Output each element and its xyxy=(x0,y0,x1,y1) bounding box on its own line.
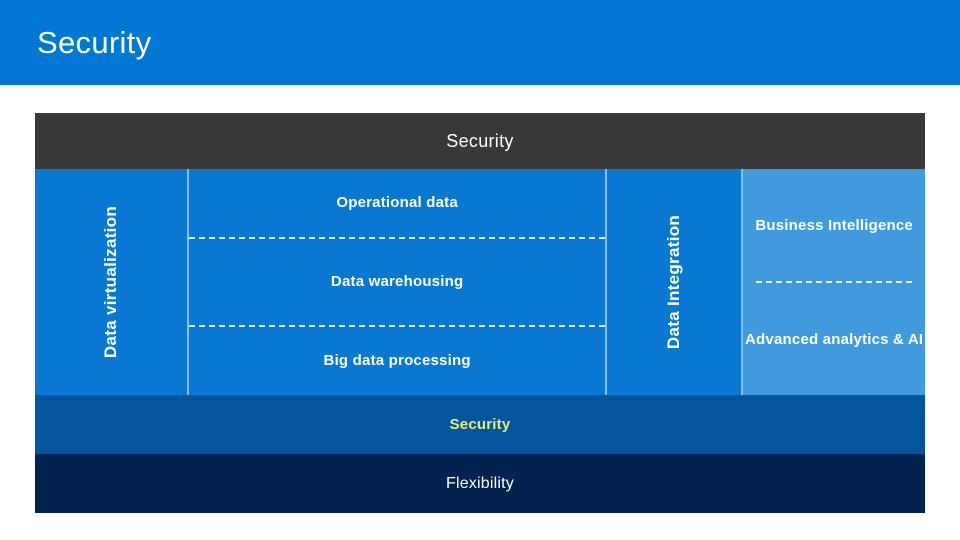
security-bar: Security xyxy=(35,395,925,454)
column-divider xyxy=(187,169,190,395)
operational-data-row: Operational data xyxy=(189,169,605,237)
advanced-analytics-row: Advanced analytics & AI xyxy=(743,283,925,395)
flexibility-bar-label: Flexibility xyxy=(446,474,514,492)
diagram-header-label: Security xyxy=(446,130,514,151)
data-integration-label: Data Integration xyxy=(664,214,684,350)
big-data-processing-label: Big data processing xyxy=(323,352,471,370)
column-divider xyxy=(605,169,608,395)
diagram-header-bar: Security xyxy=(35,113,925,169)
middle-column: Operational data Data warehousing Big da… xyxy=(189,169,606,395)
dashed-divider xyxy=(189,236,606,239)
business-intelligence-label: Business Intelligence xyxy=(755,216,913,234)
data-warehousing-label: Data warehousing xyxy=(330,273,464,291)
column-divider xyxy=(741,169,744,395)
data-warehousing-row: Data warehousing xyxy=(189,239,605,325)
data-virtualization-column: Data virtualization xyxy=(35,169,188,395)
dashed-divider xyxy=(756,281,912,283)
dashed-divider xyxy=(189,324,606,327)
security-bar-label: Security xyxy=(449,416,511,433)
slide-title-banner: Security xyxy=(0,0,960,85)
flexibility-bar: Flexibility xyxy=(35,454,925,513)
slide-title: Security xyxy=(37,24,152,60)
data-integration-column: Data Integration xyxy=(607,169,742,395)
architecture-diagram: Security Data virtualization Operational… xyxy=(35,113,925,513)
data-virtualization-label: Data virtualization xyxy=(101,205,121,359)
diagram-body: Data virtualization Operational data Dat… xyxy=(35,169,925,395)
big-data-processing-row: Big data processing xyxy=(189,327,605,395)
operational-data-label: Operational data xyxy=(336,194,458,212)
right-column: Business Intelligence Advanced analytics… xyxy=(743,169,925,395)
business-intelligence-row: Business Intelligence xyxy=(743,169,925,281)
advanced-analytics-label: Advanced analytics & AI xyxy=(745,330,924,348)
